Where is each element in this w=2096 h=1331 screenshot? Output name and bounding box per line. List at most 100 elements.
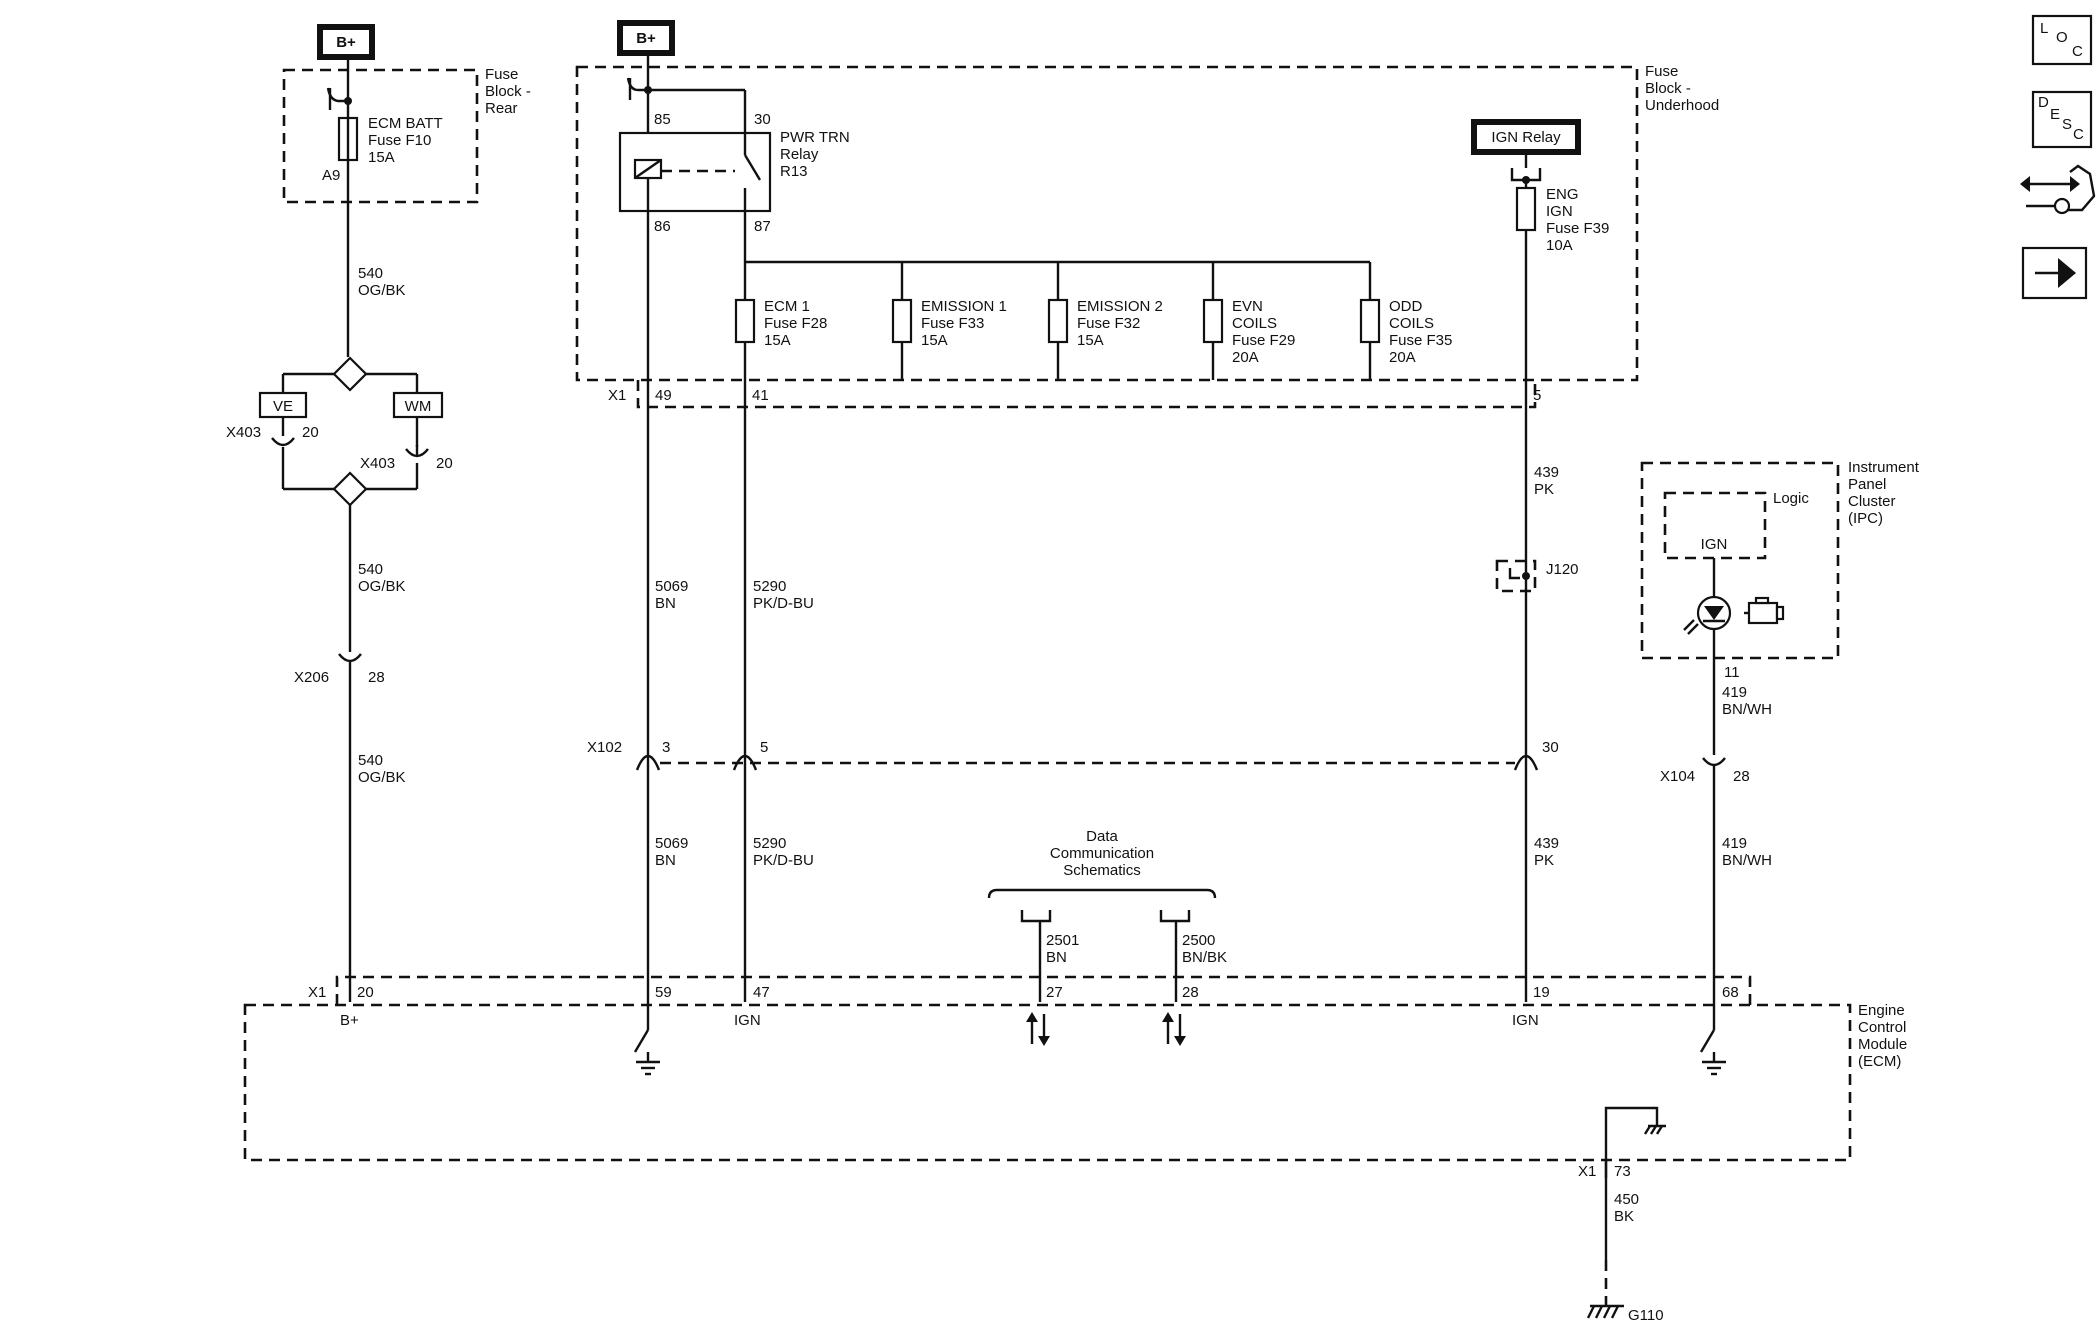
data-comm-bracket — [987, 888, 1217, 899]
data-comm-label: Data Communication Schematics — [1050, 828, 1154, 879]
fuse-block-underhood — [575, 65, 1639, 382]
x403-right-pin: 20 — [436, 455, 453, 472]
fuse-block-underhood-label: Fuse Block - Underhood — [1645, 63, 1719, 114]
wire-5069-a-label: 5069 BN — [655, 578, 688, 612]
svg-text:L: L — [2040, 20, 2048, 37]
x1-pin-5: 5 — [1533, 387, 1541, 404]
svg-text:EVN: EVN — [1232, 298, 1263, 315]
svg-text:PK/D-BU: PK/D-BU — [753, 595, 814, 612]
svg-text:Block -: Block - — [485, 83, 531, 100]
ecm-internal-ground — [1604, 1106, 1666, 1178]
wire-439-b-label: 439 PK — [1534, 835, 1559, 869]
svg-text:5069: 5069 — [655, 578, 688, 595]
svg-text:439: 439 — [1534, 835, 1559, 852]
x403-left-pin: 20 — [302, 424, 319, 441]
svg-text:Module: Module — [1858, 1036, 1907, 1053]
svg-text:BN/WH: BN/WH — [1722, 701, 1772, 718]
svg-text:Fuse F10: Fuse F10 — [368, 132, 431, 149]
svg-text:20A: 20A — [1232, 349, 1259, 366]
ipc-logic-box — [1663, 491, 1767, 560]
svg-text:COILS: COILS — [1232, 315, 1277, 332]
svg-text:PK/D-BU: PK/D-BU — [753, 852, 814, 869]
svg-text:Communication: Communication — [1050, 845, 1154, 862]
ipc-logic-label: Logic — [1773, 490, 1809, 507]
j120-connector — [1495, 559, 1537, 593]
svg-text:Block -: Block - — [1645, 80, 1691, 97]
x102-pin-5-label: 5 — [760, 739, 768, 756]
fuse-f39-label: ENG IGN Fuse F39 10A — [1546, 186, 1609, 254]
b-plus-left-label: B+ — [336, 34, 356, 51]
svg-text:Fuse F39: Fuse F39 — [1546, 220, 1609, 237]
x1-pin-49: 49 — [655, 387, 672, 404]
fuse-f35-label: ODD COILS Fuse F35 20A — [1389, 298, 1452, 366]
connector-wrench-icon — [2020, 164, 2096, 215]
svg-text:O: O — [2056, 29, 2068, 46]
x1-upper-label: X1 — [608, 387, 626, 404]
ecm-pin-73: 73 — [1614, 1163, 1631, 1180]
fuse-f35-symbol — [1359, 298, 1381, 344]
x403-left-connector — [271, 437, 295, 447]
fuse-block-rear — [282, 68, 479, 204]
ign-relay-label: IGN Relay — [1491, 129, 1561, 146]
svg-text:BN: BN — [1046, 949, 1067, 966]
fuse-f33-symbol — [891, 298, 913, 344]
connector-end-view-button[interactable] — [2020, 164, 2096, 215]
wire-419-a-label: 419 BN/WH — [1722, 684, 1772, 718]
svg-text:BN: BN — [655, 852, 676, 869]
instrument-panel-cluster — [1640, 461, 1840, 660]
ecm-pin-20: 20 — [357, 984, 374, 1001]
x102-pin-3-label: 3 — [662, 739, 670, 756]
svg-text:Underhood: Underhood — [1645, 97, 1719, 114]
svg-text:Engine: Engine — [1858, 1002, 1905, 1019]
svg-text:Fuse F28: Fuse F28 — [764, 315, 827, 332]
ecm-ign-b-label: IGN — [1512, 1012, 1539, 1029]
svg-text:5290: 5290 — [753, 835, 786, 852]
b-plus-left: B+ — [317, 24, 375, 60]
x102-pin-3 — [635, 754, 661, 771]
svg-text:E: E — [2050, 106, 2060, 123]
ecm-pin-28: 28 — [1182, 984, 1199, 1001]
fuse-f33-label: EMISSION 1 Fuse F33 15A — [921, 298, 1007, 349]
next-page-button[interactable] — [2021, 246, 2088, 300]
wire-439-a-label: 439 PK — [1534, 464, 1559, 498]
svg-text:D: D — [2038, 94, 2049, 111]
svg-text:450: 450 — [1614, 1191, 1639, 1208]
splice-diamond-top — [332, 356, 368, 392]
svg-text:Instrument: Instrument — [1848, 459, 1920, 476]
ecm-x1-label: X1 — [308, 984, 326, 1001]
data-arrows-27-icon — [1026, 1012, 1050, 1046]
b-plus-mid: B+ — [617, 20, 675, 56]
ipc-label: Instrument Panel Cluster (IPC) — [1848, 459, 1920, 527]
wire-2501-label: 2501 BN — [1046, 932, 1079, 966]
svg-text:BK: BK — [1614, 1208, 1634, 1225]
svg-text:540: 540 — [358, 752, 383, 769]
arrow-right-icon — [2035, 258, 2076, 288]
fuse-f32-label: EMISSION 2 Fuse F32 15A — [1077, 298, 1163, 349]
wire-5290-b-label: 5290 PK/D-BU — [753, 835, 814, 869]
svg-text:419: 419 — [1722, 835, 1747, 852]
svg-text:Fuse: Fuse — [485, 66, 518, 83]
fuse-f32-symbol — [1047, 298, 1069, 344]
x102-pin-5 — [732, 754, 758, 771]
fuse-f29-label: EVN COILS Fuse F29 20A — [1232, 298, 1295, 366]
relay-pin-30: 30 — [754, 111, 771, 128]
pin-a9: A9 — [322, 167, 340, 184]
wire-5290-a-label: 5290 PK/D-BU — [753, 578, 814, 612]
svg-text:ENG: ENG — [1546, 186, 1579, 203]
svg-text:2501: 2501 — [1046, 932, 1079, 949]
loc-button[interactable]: L O C — [2031, 14, 2093, 66]
ecm-low-side-switch-left — [633, 1002, 660, 1076]
ipc-ign-label: IGN — [1701, 536, 1728, 553]
desc-button[interactable]: D E S C — [2031, 90, 2093, 149]
fuse-f28-label: ECM 1 Fuse F28 15A — [764, 298, 827, 349]
relay-pin-85: 85 — [654, 111, 671, 128]
svg-text:BN/BK: BN/BK — [1182, 949, 1227, 966]
x206-pin: 28 — [368, 669, 385, 686]
ecm-pin-68: 68 — [1722, 984, 1739, 1001]
svg-text:439: 439 — [1534, 464, 1559, 481]
svg-text:15A: 15A — [368, 149, 395, 166]
wire-540-a-label: 540 OG/BK — [358, 265, 406, 299]
svg-text:Cluster: Cluster — [1848, 493, 1896, 510]
x206-label: X206 — [294, 669, 329, 686]
x403-left-label: X403 — [226, 424, 261, 441]
